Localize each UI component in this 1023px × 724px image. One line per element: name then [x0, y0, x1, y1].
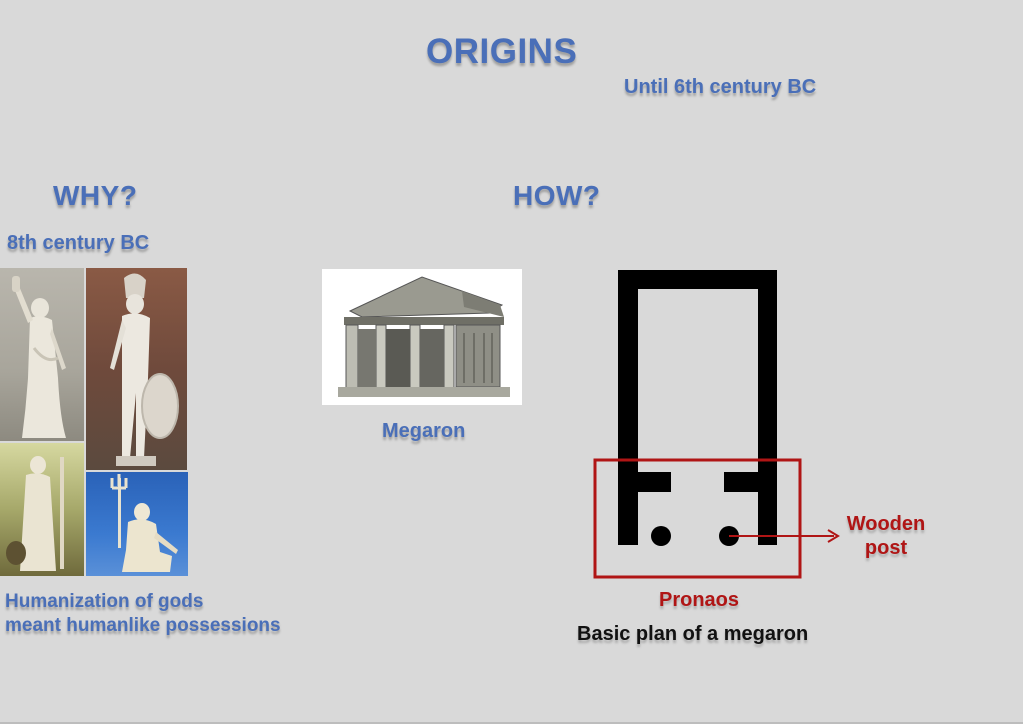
why-caption: Humanization of gods meant humanlike pos…: [5, 590, 281, 638]
why-era: 8th century BC: [7, 232, 150, 254]
why-caption-line-1: Humanization of gods: [5, 591, 204, 612]
wooden-post-label-line-2: post: [864, 537, 908, 559]
page-title: ORIGINS: [426, 32, 578, 71]
hades-statue-photo: [0, 443, 84, 576]
poseidon-statue-photo: [86, 472, 188, 576]
how-heading: HOW?: [513, 180, 601, 211]
megaron-label: Megaron: [382, 420, 466, 442]
wooden-post-label: Wooden post: [842, 512, 930, 560]
wooden-post-label-line-1: Wooden: [846, 513, 926, 535]
subtitle-era: Until 6th century BC: [624, 76, 817, 98]
plan-caption: Basic plan of a megaron: [577, 623, 809, 645]
bottom-divider: [0, 722, 1023, 724]
why-heading: WHY?: [53, 180, 138, 211]
zeus-statue-photo: [0, 268, 84, 441]
megaron-plan-diagram: [593, 270, 840, 579]
pronaos-label: Pronaos: [659, 589, 740, 611]
pronaos-outline: [593, 458, 802, 579]
why-caption-line-2: meant humanlike possessions: [5, 615, 281, 636]
megaron-illustration: [322, 269, 522, 405]
wooden-post-left: [651, 526, 671, 546]
warrior-statue-photo: [86, 268, 187, 470]
plan-walls: [618, 270, 777, 545]
post-arrow-head: [827, 529, 840, 543]
